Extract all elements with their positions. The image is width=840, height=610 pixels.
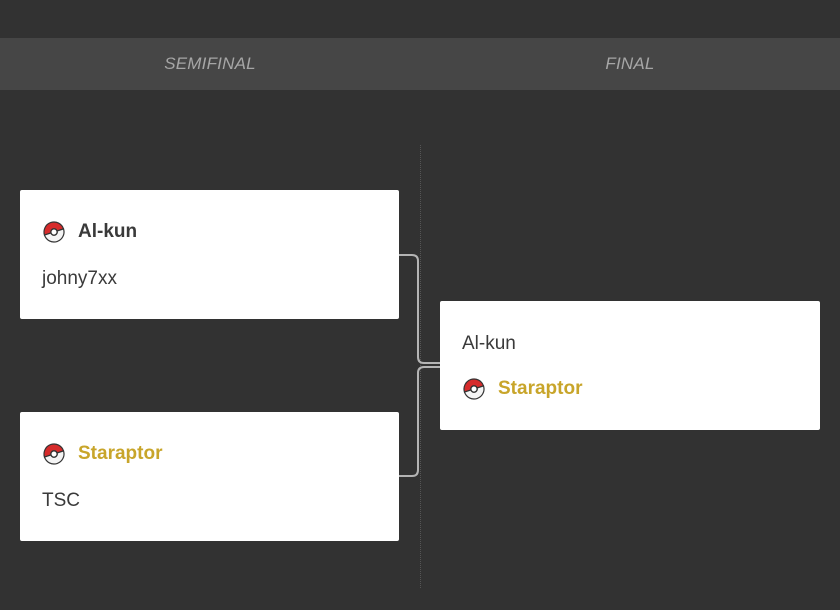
pokeball-icon (43, 221, 65, 243)
player-name: johny7xx (42, 268, 117, 289)
round-label-final: FINAL (605, 54, 655, 73)
match-card-semifinal-1[interactable]: Al-kun johny7xx (20, 190, 399, 319)
pokeball-icon (43, 443, 65, 465)
round-divider (420, 145, 421, 588)
match-slot-winner[interactable]: Staraptor (462, 376, 582, 402)
player-name: TSC (42, 490, 80, 511)
bracket-connector (398, 254, 440, 477)
match-slot-winner[interactable]: Staraptor (42, 441, 162, 467)
pokeball-icon (463, 378, 485, 400)
match-slot-loser[interactable]: TSC (42, 488, 80, 514)
match-card-semifinal-2[interactable]: Staraptor TSC (20, 412, 399, 541)
round-label-semifinal: SEMIFINAL (164, 54, 256, 73)
match-card-final[interactable]: Al-kun Staraptor (440, 301, 820, 430)
player-name: Al-kun (78, 221, 138, 242)
player-name: Staraptor (498, 378, 583, 399)
match-slot-loser[interactable]: Al-kun (462, 331, 516, 357)
player-name: Staraptor (78, 443, 163, 464)
match-slot-winner[interactable]: Al-kun (42, 219, 137, 245)
match-slot-loser[interactable]: johny7xx (42, 266, 117, 292)
player-name: Al-kun (462, 333, 516, 354)
round-header-bar: SEMIFINAL FINAL (0, 38, 840, 90)
